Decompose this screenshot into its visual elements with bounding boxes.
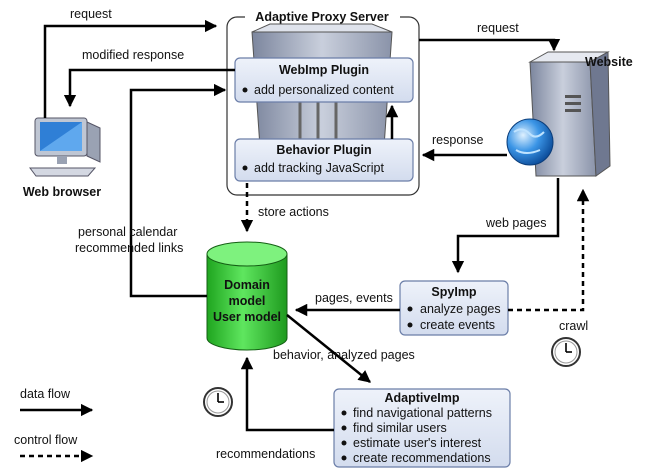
clock-icon (551, 337, 581, 367)
web-browser-label: Web browser (23, 185, 101, 199)
behavior-bullet: add tracking JavaScript (254, 161, 384, 175)
adaptiveimp-title: AdaptiveImp (384, 391, 459, 405)
computer-icon (29, 117, 101, 177)
recommended-links-arrow (129, 83, 227, 298)
spyimp-box (399, 280, 509, 336)
legend-data-flow-label: data flow (20, 387, 71, 401)
database-line1: Domain (224, 278, 270, 292)
modified-response-label: modified response (82, 48, 184, 62)
crawl-arrow (508, 188, 590, 312)
globe-icon (506, 118, 554, 166)
webimp-title: WebImp Plugin (279, 63, 369, 77)
adaptiveimp-bullet: find navigational patterns (353, 406, 492, 420)
spyimp-bullet: analyze pages (420, 302, 501, 316)
adaptiveimp-bullet: estimate user's interest (353, 436, 482, 450)
spyimp-title: SpyImp (431, 285, 477, 299)
webimp-bullet: add personalized content (254, 83, 394, 97)
adaptiveimp-box (333, 388, 511, 468)
web-pages-label: web pages (485, 216, 546, 230)
behavior-title: Behavior Plugin (276, 143, 371, 157)
legend-control-flow-label: control flow (14, 433, 78, 447)
website-label: Website (585, 55, 633, 69)
spyimp-bullet: create events (420, 318, 495, 332)
response-label: response (432, 133, 483, 147)
database-line2: model (229, 294, 266, 308)
adaptiveimp-bullet: find similar users (353, 421, 447, 435)
behavior-plugin-box (234, 138, 414, 182)
proxy-server-title: Adaptive Proxy Server (255, 10, 389, 24)
clock-icon (203, 387, 233, 417)
personal-calendar-label: personal calendar (78, 225, 177, 239)
recommendations-label: recommendations (216, 447, 315, 461)
modified-response-arrow (63, 68, 235, 108)
behavior-analyzed-arrow (286, 314, 371, 383)
request-right-label: request (477, 21, 519, 35)
request-website-arrow (419, 38, 561, 52)
store-actions-label: store actions (258, 205, 329, 219)
recommendations-arrow (240, 356, 334, 432)
database-icon (206, 241, 288, 351)
request-left-label: request (70, 7, 112, 21)
behavior-analyzed-label: behavior, analyzed pages (273, 348, 415, 362)
request-browser-arrow (43, 19, 218, 118)
database-line3: User model (213, 310, 281, 324)
crawl-label: crawl (559, 319, 588, 333)
web-pages-arrow (451, 178, 560, 274)
pages-events-label: pages, events (315, 291, 393, 305)
adaptiveimp-bullet: create recommendations (353, 451, 491, 465)
webimp-plugin-box (234, 57, 414, 103)
recommended-links-label: recommended links (75, 241, 183, 255)
